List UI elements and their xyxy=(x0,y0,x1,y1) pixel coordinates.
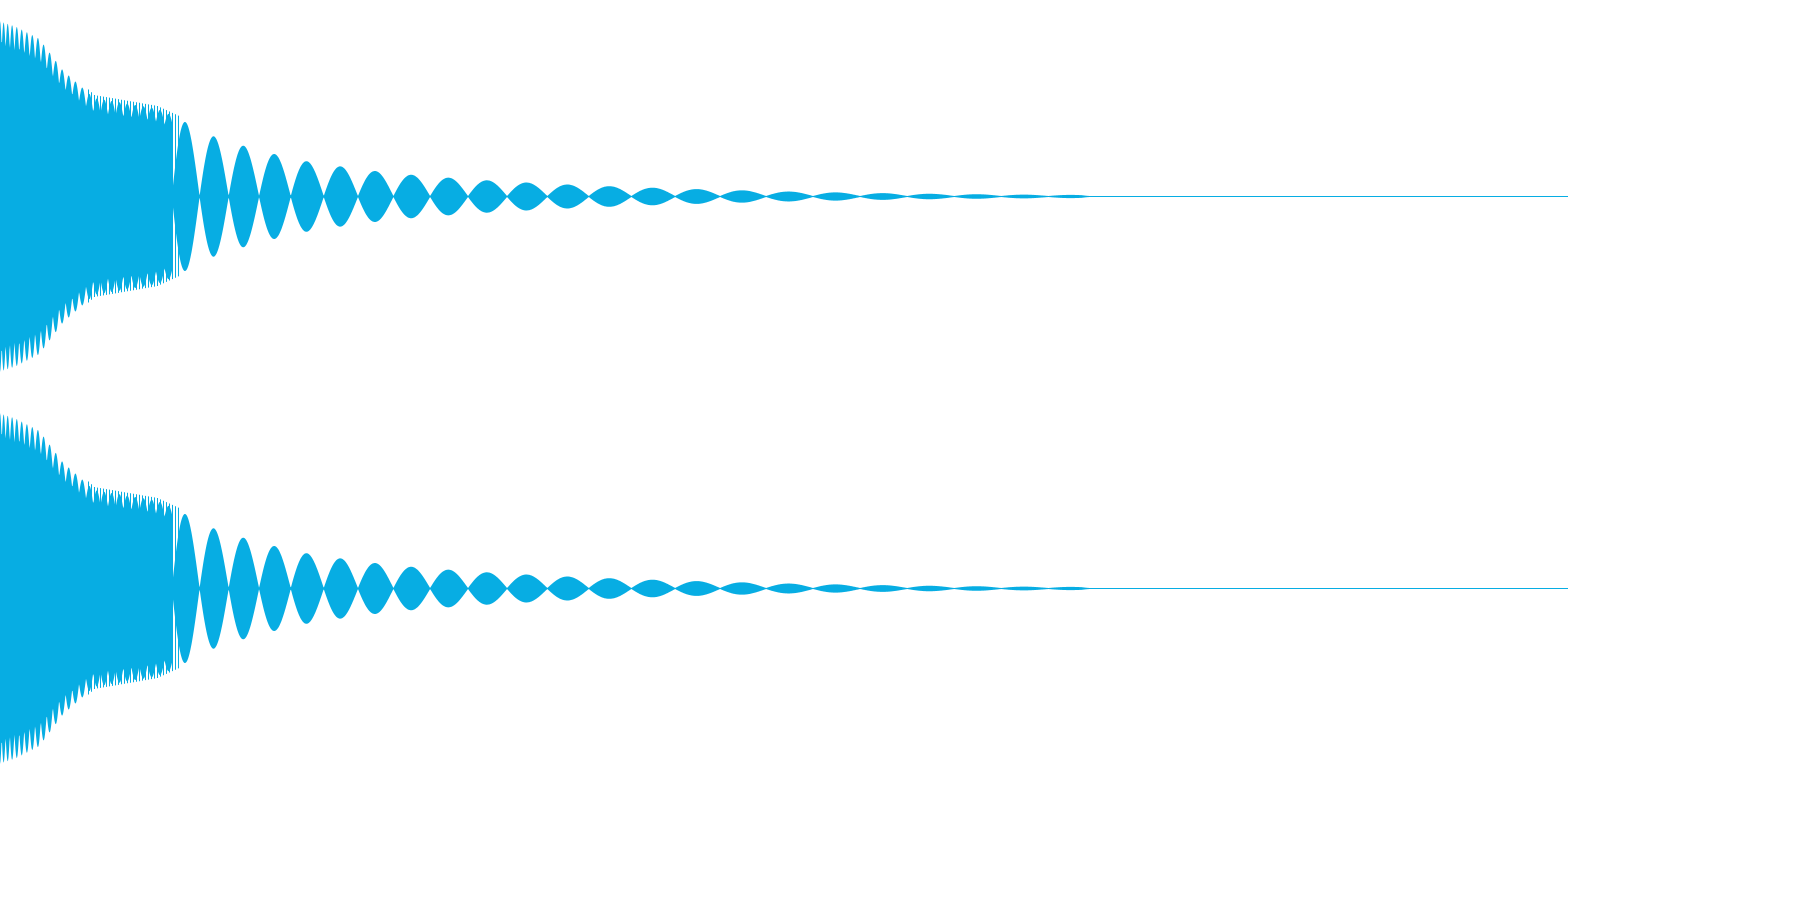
waveform-chart xyxy=(0,21,1568,764)
channel-2-waveform xyxy=(0,413,1568,764)
channel-1-envelope xyxy=(0,21,1568,372)
channel-1-waveform xyxy=(0,21,1568,372)
channel-2-envelope xyxy=(0,413,1568,764)
